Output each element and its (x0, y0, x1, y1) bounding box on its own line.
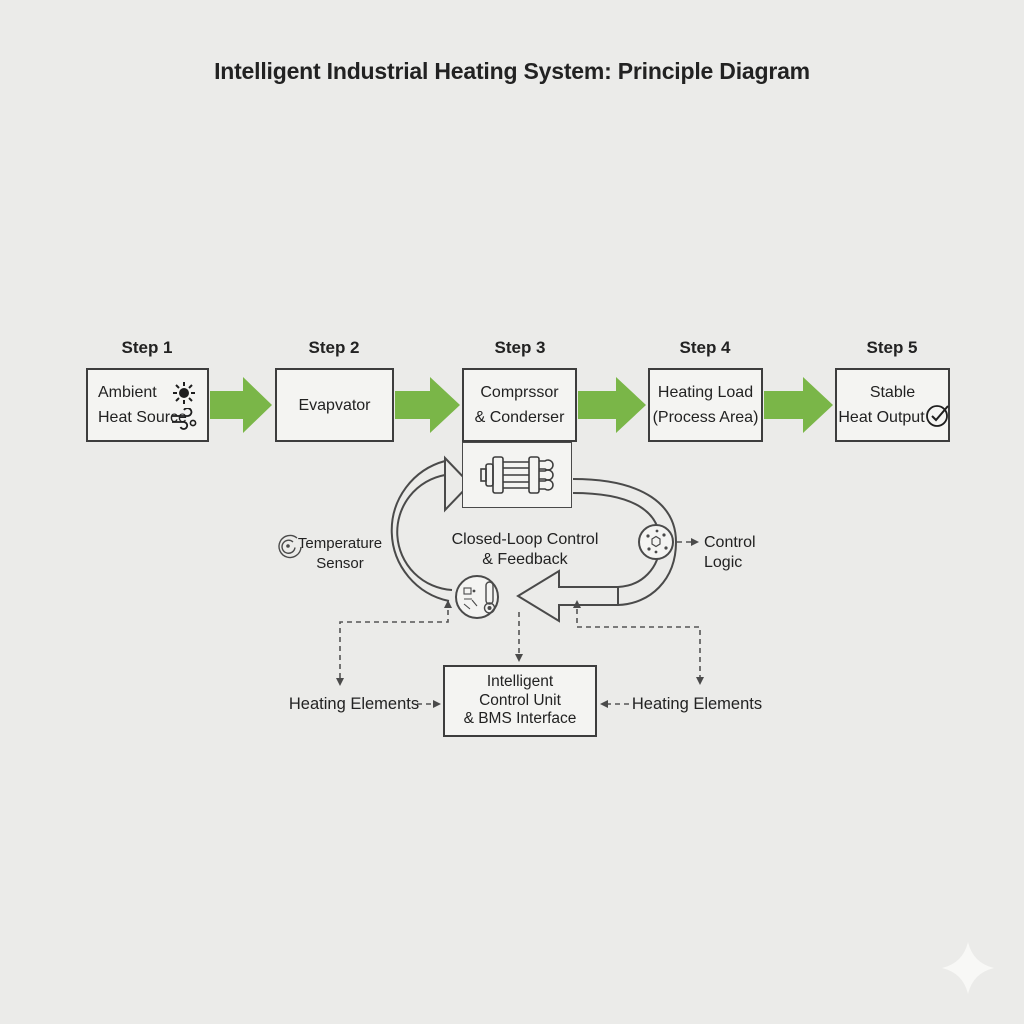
step-label-5: Step 5 (866, 338, 918, 357)
step-label-3: Step 3 (494, 338, 546, 357)
closed-loop-line2: & Feedback (482, 551, 568, 568)
step-box-compressor-condenser: Comprssor & Conderser (462, 368, 577, 442)
control-logic-label: Control Logic (704, 533, 784, 573)
closed-loop-line1: Closed-Loop Control (451, 531, 599, 548)
flow-arrow-3 (578, 377, 646, 433)
dashed-heating-right-to-icu (600, 700, 629, 708)
temperature-sensor-line1: Temperature (297, 535, 383, 552)
compressor-unit-box (462, 442, 572, 508)
step1-line2: Heat Source (98, 409, 187, 426)
icu-line1: Intelligent (486, 673, 554, 691)
step-box-stable-heat-output: Stable Heat Output (835, 368, 950, 442)
heating-elements-left-label: Heating Elements (288, 695, 420, 713)
check-circle-icon (926, 405, 949, 427)
loop-arrow-into-compressor (444, 455, 472, 513)
dashed-heating-left-to-icu (417, 700, 441, 708)
icu-line3: & BMS Interface (463, 710, 577, 728)
sparkle-decoration (942, 942, 994, 994)
dashed-center-to-icu (515, 612, 523, 662)
loop-return-arrow (516, 569, 619, 623)
flow-arrow-1 (210, 377, 272, 433)
step-label-4: Step 4 (679, 338, 731, 357)
step3-line2: & Conderser (474, 409, 565, 426)
step3-line1: Comprssor (480, 384, 559, 401)
wind-icon (172, 408, 197, 430)
step4-line1: Heating Load (657, 384, 754, 401)
compressor-unit-icon (480, 456, 554, 494)
step-box-ambient-heat-source: Ambient Heat Source (86, 368, 209, 442)
step-label-1: Step 1 (121, 338, 173, 357)
control-logic-line1: Control (704, 534, 756, 551)
dashed-to-control-logic (677, 538, 699, 546)
page-title: Intelligent Industrial Heating System: P… (214, 58, 810, 84)
thermometer-circle-icon (455, 575, 499, 619)
step-label-2: Step 2 (308, 338, 360, 357)
step2-line1: Evapvator (298, 396, 371, 414)
control-logic-gear-icon (638, 524, 674, 560)
temperature-sensor-line2: Sensor (316, 555, 364, 572)
flow-arrow-4 (764, 377, 833, 433)
closed-loop-label: Closed-Loop Control & Feedback (440, 530, 610, 570)
step-box-evaporator: Evapvator (275, 368, 394, 442)
step5-line1: Stable (869, 384, 916, 401)
loop-left-band (390, 455, 472, 602)
control-logic-line2: Logic (704, 554, 743, 571)
sun-icon (173, 382, 195, 404)
swirl-sensor-icon (278, 534, 302, 559)
step5-line2: Heat Output (838, 409, 925, 426)
intelligent-control-unit-box: Intelligent Control Unit & BMS Interface (443, 665, 597, 737)
dashed-feedback-right (573, 600, 704, 685)
step1-line1: Ambient (98, 384, 157, 401)
step-box-heating-load: Heating Load (Process Area) (648, 368, 763, 442)
temperature-sensor-label: Temperature Sensor (297, 534, 383, 574)
icu-line2: Control Unit (479, 691, 561, 709)
heating-elements-right-label: Heating Elements (631, 695, 763, 713)
step4-line2: (Process Area) (652, 409, 759, 426)
dashed-feedback-left (336, 600, 452, 686)
flow-arrow-2 (395, 377, 460, 433)
